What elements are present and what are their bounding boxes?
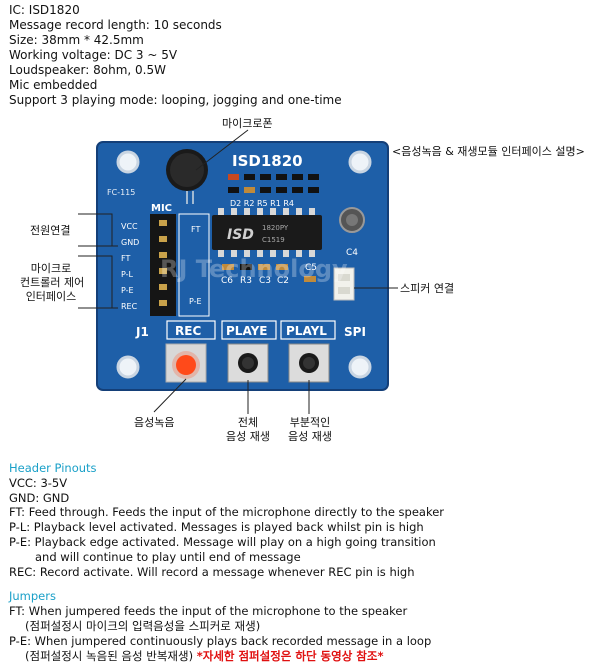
pin-label-vcc: VCC	[121, 222, 138, 231]
spec-mic: Mic embedded	[9, 78, 98, 92]
board-title: ISD1820	[232, 152, 303, 170]
pinout-ft: FT: Feed through. Feeds the input of the…	[9, 505, 445, 520]
mount-hole-br	[348, 355, 372, 379]
pin-label-ft: FT	[121, 254, 130, 263]
callout-mcu-line1: 마이크로	[30, 262, 72, 275]
callout-full-playback: 전체 음성 재생	[222, 416, 274, 444]
mount-hole-tr	[348, 150, 372, 174]
jumper-ft: FT: When jumpered feeds the input of the…	[9, 604, 408, 619]
playe-button[interactable]	[227, 343, 269, 383]
top-smd-row	[228, 174, 319, 193]
callout-mcu-line3: 인터페이스	[25, 290, 77, 303]
jumper-pe-label: P-E	[189, 297, 202, 306]
playl-button[interactable]	[288, 343, 330, 383]
isd1820-chip: ISD 1820PY C1519	[212, 208, 322, 257]
playe-label: PLAYE	[226, 324, 267, 338]
pin-label-gnd: GND	[121, 238, 139, 247]
diagram-caption: <음성녹음 & 재생모듈 인터페이스 설명>	[392, 145, 585, 158]
rec-led	[176, 355, 196, 375]
jumper-ft-label: FT	[191, 225, 200, 234]
callout-microphone: 마이크로폰	[222, 117, 273, 130]
board-fc-label: FC-115	[107, 188, 135, 197]
callout-part-line2: 음성 재생	[288, 430, 332, 443]
pinout-rec: REC: Record activate. Will record a mess…	[9, 564, 415, 579]
spec-record-length: Message record length: 10 seconds	[9, 18, 222, 32]
spec-loudspeaker: Loudspeaker: 8ohm, 0.5W	[9, 63, 166, 77]
mount-hole-tl	[116, 150, 140, 174]
j1-label: J1	[135, 325, 149, 339]
callout-partial-playback: 부분적인 음성 재생	[284, 416, 336, 444]
spi-label: SPI	[344, 325, 366, 339]
watermark-text: RJ Technology	[160, 255, 348, 283]
playl-label: PLAYL	[286, 324, 327, 338]
c4-label: C4	[346, 248, 358, 258]
jumper-pe-korean: (점퍼설정시 녹음된 음성 반복재생)	[25, 648, 194, 663]
chip-code-2: C1519	[262, 236, 285, 244]
pinout-pe: P-E: Playback edge activated. Message wi…	[9, 534, 436, 549]
board-mic-label: MIC	[151, 203, 172, 214]
jumper-pe: P-E: When jumpered continuously plays ba…	[9, 633, 432, 648]
pinout-pl: P-L: Playback level activated. Messages …	[9, 520, 424, 535]
pinout-gnd: GND: GND	[9, 490, 70, 505]
pin-label-pl: P-L	[121, 270, 134, 279]
label-c6: C6	[221, 276, 233, 286]
label-r3: R3	[240, 276, 252, 286]
callout-full-line1: 전체	[237, 416, 259, 429]
pin-label-pe: P-E	[121, 286, 134, 295]
chip-label: ISD	[227, 227, 254, 243]
spec-list: IC: ISD1820 Message record length: 10 se…	[9, 3, 342, 108]
module-diagram: ISD1820 FC-115 MIC D2 R2 R5 R1 R4	[0, 112, 600, 462]
callout-speaker: 스피커 연결	[400, 282, 455, 295]
board-illustration: ISD1820 FC-115 MIC D2 R2 R5 R1 R4	[78, 129, 398, 414]
spec-size: Size: 38mm * 42.5mm	[9, 33, 144, 47]
label-c3: C3	[259, 276, 271, 286]
callout-full-line2: 음성 재생	[226, 430, 270, 443]
pinouts-section: Header Pinouts VCC: 3-5V GND: GND FT: Fe…	[9, 461, 444, 663]
rec-label: REC	[175, 324, 201, 338]
header-pinouts-title: Header Pinouts	[9, 461, 97, 475]
jumper-ft-korean: (점퍼설정시 마이크의 입력음성을 스피커로 재생)	[25, 618, 261, 633]
mount-hole-bl	[116, 355, 140, 379]
pin-label-rec: REC	[121, 302, 138, 311]
callout-part-line1: 부분적인	[289, 416, 331, 429]
jumper-pe-korean-row: (점퍼설정시 녹음된 음성 반복재생) *자세한 점퍼설정은 하단 동영상 참조…	[9, 649, 444, 664]
pinout-pe-cont: and will continue to play until end of m…	[35, 549, 301, 564]
spec-modes: Support 3 playing mode: looping, jogging…	[9, 93, 342, 107]
callout-mcu: 마이크로 컨트롤러 제어 인터페이스	[20, 262, 85, 304]
pin-header	[150, 214, 176, 316]
middle-smd-row	[222, 264, 288, 270]
callout-power: 전원연결	[30, 224, 71, 237]
callout-mcu-line2: 컨트롤러 제어	[20, 276, 85, 289]
label-c5: C5	[305, 263, 317, 273]
label-c2: C2	[277, 276, 289, 286]
callout-record: 음성녹음	[134, 416, 175, 429]
jumper-outline	[178, 213, 210, 317]
spec-voltage: Working voltage: DC 3 ~ 5V	[9, 48, 178, 62]
jumper-note: *자세한 점퍼설정은 하단 동영상 참조*	[196, 648, 384, 663]
pinout-vcc: VCC: 3-5V	[9, 475, 68, 490]
top-component-labels: D2 R2 R5 R1 R4	[230, 199, 294, 208]
spec-ic: IC: ISD1820	[9, 3, 80, 17]
jumpers-title: Jumpers	[9, 589, 56, 604]
chip-code-1: 1820PY	[262, 224, 289, 232]
